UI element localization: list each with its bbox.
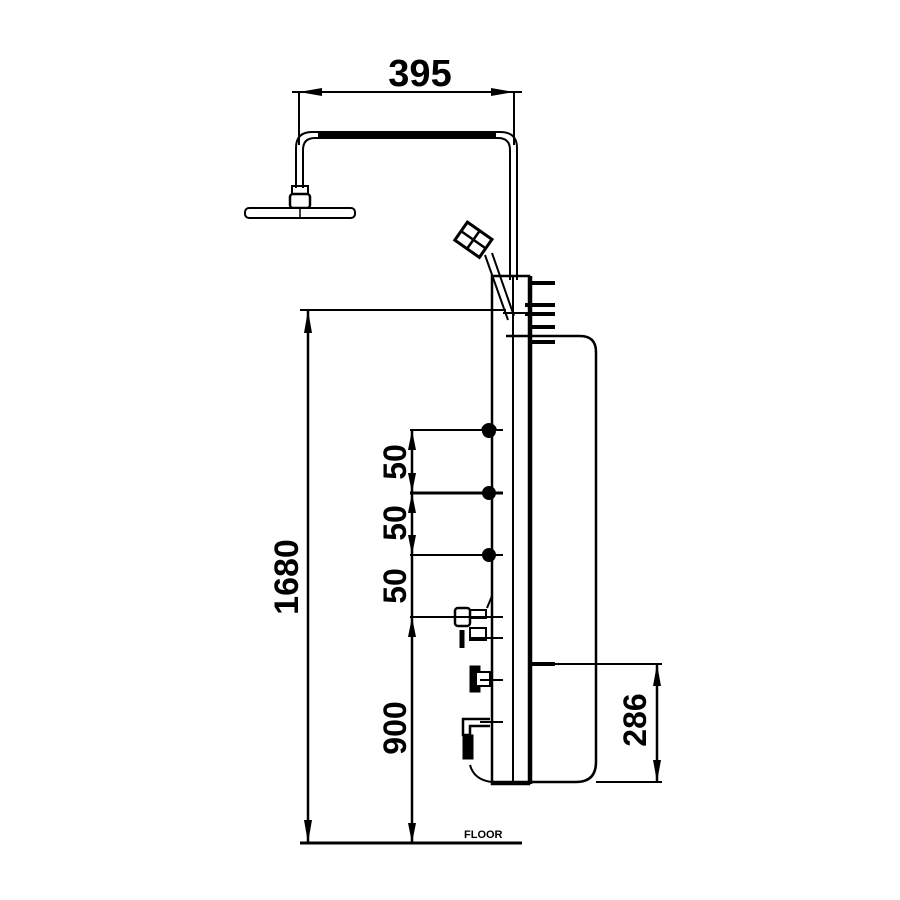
- body-jet-3: [410, 548, 503, 562]
- diverter-valve: [410, 595, 503, 648]
- bracket-height-label: 286: [617, 693, 653, 746]
- body-jet-2: [410, 486, 503, 500]
- body-jets: [410, 423, 503, 562]
- rain-shower-head: [244, 185, 356, 219]
- total-height-label: 1680: [268, 539, 306, 615]
- bracket-height-dimension: 286: [555, 663, 662, 783]
- shower-arm: [295, 131, 518, 280]
- mixer-height-label: 900: [377, 701, 413, 754]
- floor-line: FLOOR: [300, 829, 522, 845]
- thermostatic-knob: [469, 665, 503, 693]
- floor-label: FLOOR: [464, 829, 503, 841]
- spacing-label-3: 50: [377, 568, 413, 604]
- body-jet-1: [410, 423, 503, 438]
- panel-body: [469, 274, 598, 786]
- spacing-label-2: 50: [377, 505, 413, 541]
- hand-shower: [452, 220, 515, 321]
- arm-reach-dimension: 395: [292, 53, 522, 145]
- arm-reach-label: 395: [388, 53, 451, 95]
- mounting-bracket-screws: [525, 281, 555, 666]
- bath-spout-outlet: [461, 717, 503, 760]
- jet-spacing-dimensions: 50 50 50 900: [377, 430, 416, 843]
- spacing-label-1: 50: [377, 444, 413, 480]
